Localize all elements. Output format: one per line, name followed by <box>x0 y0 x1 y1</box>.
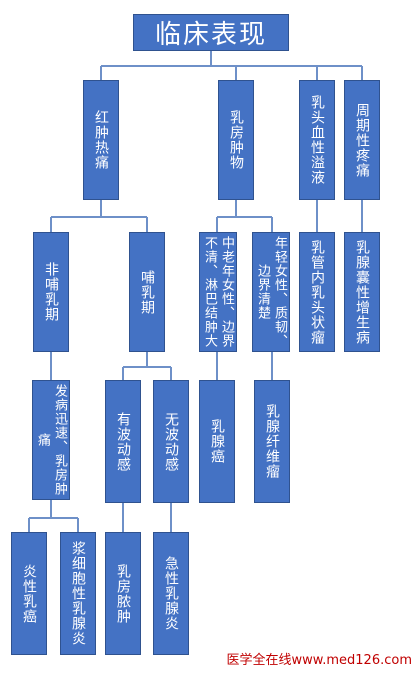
node-non-fluctuant: 无波动感 <box>153 380 189 503</box>
node-cystic-hyperplasia: 乳腺囊性增生病 <box>344 232 380 352</box>
node-nipple-bleed: 乳头血性溢液 <box>299 80 335 200</box>
node-lump: 乳房肿物 <box>218 80 254 200</box>
node-acute-mastitis: 急性乳腺炎 <box>153 532 189 655</box>
diagram-title: 临床表现 <box>133 14 289 51</box>
node-redness: 红肿热痛 <box>83 80 119 200</box>
node-breast-abscess: 乳房脓肿 <box>105 532 141 655</box>
node-cyclic-pain: 周期性疼痛 <box>344 80 380 200</box>
node-plasma-cell-mastitis: 浆细胞性乳腺炎 <box>60 532 96 655</box>
node-non-lactation: 非哺乳期 <box>33 232 69 352</box>
node-inflammatory-carcinoma: 炎性乳癌 <box>11 532 47 655</box>
node-lactation: 哺乳期 <box>129 232 165 352</box>
watermark: 医学全在线www.med126.com <box>226 653 412 668</box>
node-rapid-onset: 发病迅速、乳房肿痛 <box>32 380 70 500</box>
node-breast-cancer: 乳腺癌 <box>199 380 235 503</box>
node-middle-aged: 中老年女性、边界不清、淋巴结肿大 <box>199 232 237 352</box>
node-intraductal-papilloma: 乳管内乳头状瘤 <box>299 232 335 352</box>
node-fibroadenoma: 乳腺纤维瘤 <box>254 380 290 503</box>
node-young: 年轻女性、质韧、边界清楚 <box>252 232 290 352</box>
node-fluctuant: 有波动感 <box>105 380 141 503</box>
